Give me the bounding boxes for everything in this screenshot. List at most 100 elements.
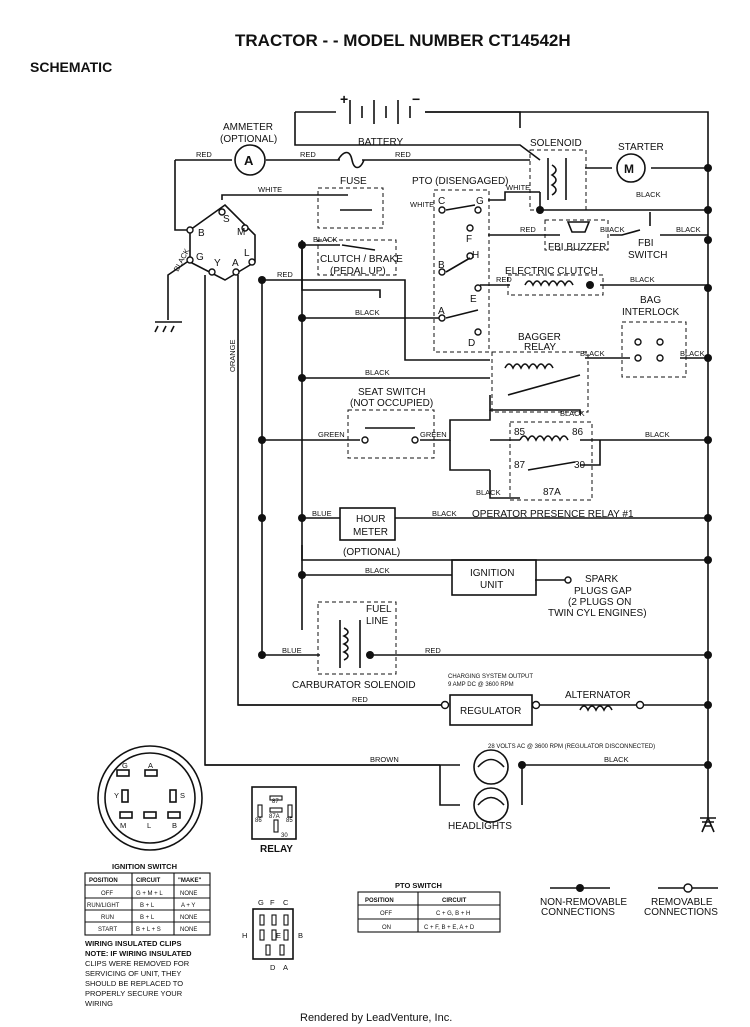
charging-output-value: 9 AMP DC @ 3600 RPM [448, 682, 514, 688]
fuse: FUSE [317, 151, 384, 229]
bagger-relay: BAGGER RELAY [491, 332, 589, 413]
wiring-note: WIRING INSULATED CLIPS NOTE: IF WIRING I… [85, 939, 192, 1008]
wire-label-black: BLACK [600, 225, 625, 234]
wire-label-red: RED [496, 275, 512, 284]
face-term-m: M [120, 821, 126, 830]
ignition-switch-symbol: S M B L G Y A [186, 203, 256, 281]
relay-pin-87a: 87A [269, 814, 280, 820]
ign-row-1-pos: RUN/LIGHT [87, 903, 120, 909]
ignition-table-title: IGNITION SWITCH [112, 862, 177, 871]
ign-col-circuit: CIRCUIT [136, 878, 161, 884]
footer-credit: Rendered by LeadVenture, Inc. [300, 1012, 452, 1024]
relay-term-87: 87 [514, 460, 526, 471]
pto-col-circuit: CIRCUIT [442, 898, 467, 904]
wire-label-black: BLACK [636, 190, 661, 199]
relay-face-label: RELAY [260, 844, 293, 855]
ign-term-g: G [196, 252, 204, 263]
ign-row-0-circ: G + M + L [136, 891, 163, 897]
ignition-switch-face: G A Y S M L B [97, 745, 203, 851]
alternator-label: ALTERNATOR [565, 690, 631, 701]
ign-term-b: B [198, 228, 205, 239]
bagger-relay-label: BAGGER [518, 332, 561, 343]
headlights: HEADLIGHTS [448, 749, 512, 832]
battery-label: BATTERY [358, 137, 404, 148]
pto-face-e: E [276, 931, 281, 940]
starter: M STARTER [616, 142, 664, 183]
ammeter-optional-label: (OPTIONAL) [220, 134, 277, 145]
battery-minus-label: − [412, 91, 420, 107]
wire-label-red: RED [425, 646, 441, 655]
ign-term-a: A [232, 258, 239, 269]
ign-row-2-pos: RUN [101, 915, 114, 921]
legend-non-removable-sub: CONNECTIONS [541, 907, 615, 918]
relay-term-30: 30 [574, 460, 586, 471]
section-title: SCHEMATIC [30, 59, 112, 75]
pto-face-h: H [242, 931, 247, 940]
fuel-line-sub-label: LINE [366, 616, 389, 627]
wire-label-green: GREEN [318, 430, 345, 439]
wire-label-red: RED [352, 695, 368, 704]
pto-switch: PTO (DISENGAGED) C G F H B E A D [412, 176, 509, 353]
ign-row-2-make: NONE [180, 915, 197, 921]
pto-row-0-circ: C + G, B + H [436, 911, 470, 917]
relay-pin-30: 30 [281, 833, 288, 839]
face-term-b: B [172, 821, 177, 830]
pto-face-b: B [298, 931, 303, 940]
legend-removable: REMOVABLE [651, 897, 713, 908]
note-line-3: SERVICING OF UNIT, THEY [85, 969, 181, 978]
spark-label-3: (2 PLUGS ON [568, 597, 631, 608]
fbi-switch-sub-label: SWITCH [628, 250, 667, 261]
regulator-label: REGULATOR [460, 706, 521, 717]
wire-label-black: BLACK [476, 488, 501, 497]
wire-label-black: BLACK [645, 430, 670, 439]
ign-row-2-circ: B + L [140, 915, 155, 921]
clutch-brake-label: CLUTCH / BRAKE [320, 254, 403, 265]
ign-row-3-make: NONE [180, 927, 197, 933]
ign-term-m: M [237, 227, 245, 238]
pto-face-c: C [283, 898, 289, 907]
relay-pin-86: 86 [255, 818, 262, 824]
wire-label-blue: BLUE [282, 646, 302, 655]
ign-row-0-pos: OFF [101, 891, 113, 897]
note-line-2: CLIPS WERE REMOVED FOR [85, 959, 190, 968]
relay-pin-87: 87 [272, 799, 279, 805]
pto-term-e: E [470, 294, 477, 305]
wire-label-red: RED [395, 150, 411, 159]
fbi-switch: FBI SWITCH [628, 212, 667, 261]
face-term-l: L [147, 821, 151, 830]
wire-label-black: BLACK [630, 275, 655, 284]
pto-row-0-pos: OFF [380, 911, 392, 917]
pto-term-b: B [438, 260, 445, 271]
spark-label-4: TWIN CYL ENGINES) [548, 608, 647, 619]
carburator-solenoid: FUEL LINE CARBURATOR SOLENOID [292, 601, 416, 691]
relay-pin-85: 85 [286, 818, 293, 824]
pto-label: PTO (DISENGAGED) [412, 176, 509, 187]
relay-face: 87 86 87A 85 30 RELAY [251, 786, 297, 855]
note-line-1: NOTE: IF WIRING INSULATED [85, 949, 192, 958]
hour-meter-sub-label: METER [353, 527, 388, 538]
fuel-line-label: FUEL [366, 604, 392, 615]
ignition-switch-table: IGNITION SWITCH POSITION CIRCUIT "MAKE" … [84, 862, 211, 936]
wire-label-red: RED [520, 225, 536, 234]
spark-label-2: PLUGS GAP [574, 586, 632, 597]
wire-label-red: RED [196, 150, 212, 159]
pto-switch-face: G F C H E B D A [242, 898, 303, 972]
wire-label-green: GREEN [420, 430, 447, 439]
wire-label-black: BLACK [580, 349, 605, 358]
note-line-6: WIRING [85, 999, 113, 1008]
ign-row-1-make: A + Y [181, 903, 195, 909]
alternator: ALTERNATOR [565, 690, 631, 712]
wire-label-black: BLACK [365, 566, 390, 575]
spark-label-1: SPARK [585, 574, 618, 585]
ignition-unit-label: IGNITION [470, 568, 514, 579]
bag-interlock-label: BAG [640, 295, 661, 306]
face-term-a: A [148, 761, 153, 770]
pto-term-a: A [438, 306, 445, 317]
ign-col-make: "MAKE" [178, 878, 202, 884]
fbi-buzzer-label: FBI BUZZER [548, 242, 606, 253]
wire-label-white: WHITE [410, 200, 434, 209]
ign-col-position: POSITION [89, 878, 118, 884]
ignition-unit: IGNITION UNIT [451, 559, 537, 596]
pto-term-g: G [476, 196, 484, 207]
